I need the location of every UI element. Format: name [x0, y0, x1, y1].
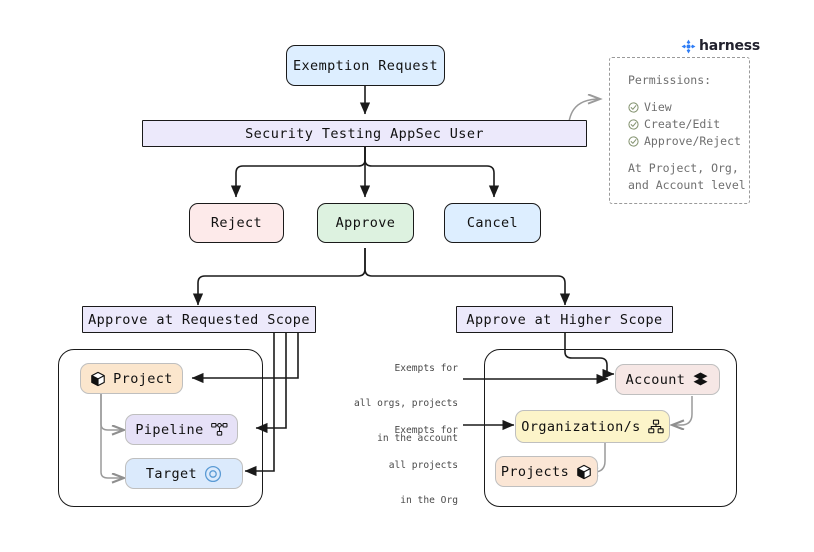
permission-label: Approve/Reject: [644, 134, 741, 148]
node-approve[interactable]: Approve: [317, 203, 414, 243]
orgchart-icon: [647, 419, 664, 434]
node-label: Approve at Requested Scope: [88, 311, 310, 328]
node-projects[interactable]: Projects: [495, 456, 598, 487]
pipeline-icon: [210, 422, 228, 437]
node-label: Pipeline: [135, 421, 204, 438]
requested-scope-group: [58, 349, 263, 507]
node-project[interactable]: Project: [80, 363, 183, 394]
annotation-line: Exempts for: [394, 425, 458, 437]
permissions-footer-line1: At Project, Org,: [628, 161, 739, 175]
annotation-account-exempt: Exempts for all orgs, projects in the ac…: [348, 340, 458, 468]
annotation-line: in the Org: [400, 494, 458, 506]
node-label: Projects: [500, 463, 570, 480]
node-label: Security Testing AppSec User: [245, 125, 484, 142]
node-label: Reject: [210, 215, 263, 231]
node-pipeline[interactable]: Pipeline: [125, 414, 238, 445]
check-circle-icon: [628, 102, 639, 113]
node-label: Account: [625, 371, 686, 388]
annotation-line: all orgs, projects: [354, 397, 458, 409]
node-label: Project: [113, 370, 173, 387]
permissions-title: Permissions:: [628, 73, 712, 87]
permission-item-create-edit: Create/Edit: [628, 116, 746, 133]
node-security-testing-appsec-user[interactable]: Security Testing AppSec User: [142, 120, 587, 147]
node-exemption-request[interactable]: Exemption Request: [286, 45, 445, 86]
node-target[interactable]: Target: [125, 458, 243, 489]
permission-label: Create/Edit: [644, 117, 721, 131]
node-label: Exemption Request: [293, 57, 438, 74]
node-label: Approve at Higher Scope: [466, 311, 663, 328]
harness-diamond-logo-icon: [681, 39, 696, 54]
target-icon: [204, 465, 222, 483]
permissions-content: Permissions: View Create/Edit: [628, 72, 746, 194]
cube-icon: [576, 464, 592, 480]
annotation-line: all projects: [388, 459, 458, 471]
node-label: Organization/s: [521, 418, 641, 435]
node-label: Target: [145, 465, 198, 482]
node-approve-at-higher-scope[interactable]: Approve at Higher Scope: [456, 306, 673, 333]
node-reject[interactable]: Reject: [189, 203, 284, 243]
annotation-line: Exempts for: [394, 363, 458, 375]
annotation-org-exempt: Exempts for all projects in the Org: [348, 402, 458, 530]
node-label: Cancel: [466, 215, 519, 231]
node-account[interactable]: Account: [615, 364, 720, 395]
permissions-panel: [609, 57, 750, 204]
check-circle-icon: [628, 136, 639, 147]
node-organizations[interactable]: Organization/s: [515, 410, 670, 443]
layers-icon: [692, 371, 709, 388]
permission-item-view: View: [628, 99, 746, 116]
permissions-footer-line2: and Account level: [628, 178, 746, 192]
node-label: Approve: [335, 215, 396, 231]
node-cancel[interactable]: Cancel: [444, 203, 541, 243]
brand-name: harness: [699, 38, 761, 54]
cube-icon: [90, 371, 106, 387]
check-circle-icon: [628, 119, 639, 130]
annotation-line: in the account: [377, 432, 458, 444]
node-approve-at-requested-scope[interactable]: Approve at Requested Scope: [82, 306, 316, 333]
brand-logo: harness: [681, 38, 760, 54]
higher-scope-group: [484, 349, 737, 507]
permission-item-approve-reject: Approve/Reject: [628, 133, 746, 150]
permission-label: View: [644, 100, 672, 114]
